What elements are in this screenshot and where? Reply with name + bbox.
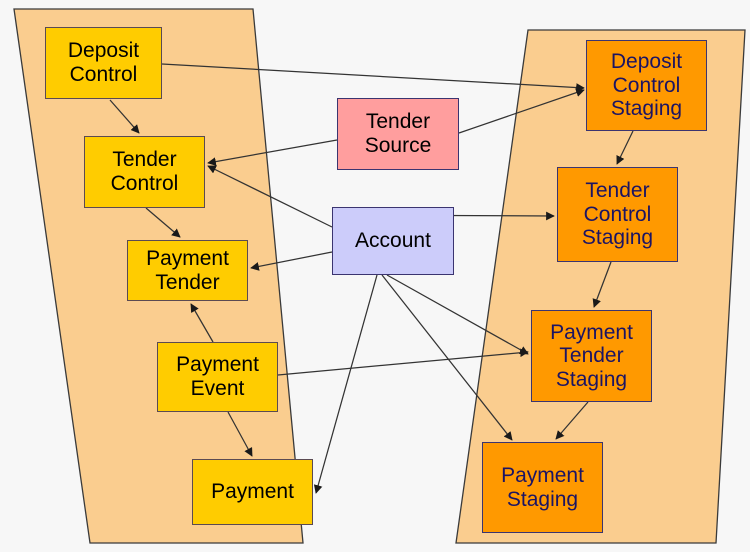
node-payment-staging[interactable]: Payment Staging bbox=[482, 442, 603, 533]
node-label: Tender Control bbox=[110, 148, 179, 195]
node-label: Payment Staging bbox=[501, 463, 584, 511]
node-payment-event[interactable]: Payment Event bbox=[157, 342, 278, 412]
node-label: Payment bbox=[211, 480, 294, 504]
node-label: Tender Control Staging bbox=[581, 179, 654, 250]
node-payment-tender[interactable]: Payment Tender bbox=[127, 240, 248, 301]
node-deposit-control-staging[interactable]: Deposit Control Staging bbox=[586, 40, 707, 131]
node-label: Deposit Control Staging bbox=[610, 50, 683, 121]
node-tender-control-staging[interactable]: Tender Control Staging bbox=[557, 167, 678, 262]
node-payment-tender-staging[interactable]: Payment Tender Staging bbox=[531, 310, 652, 402]
node-account[interactable]: Account bbox=[332, 207, 454, 275]
node-label: Payment Event bbox=[176, 353, 259, 400]
node-label: Payment Tender bbox=[146, 246, 229, 294]
node-payment[interactable]: Payment bbox=[192, 459, 313, 525]
node-tender-control[interactable]: Tender Control bbox=[84, 136, 205, 208]
node-label: Payment Tender Staging bbox=[550, 320, 633, 391]
node-tender-source[interactable]: Tender Source bbox=[337, 98, 459, 170]
node-label: Deposit Control bbox=[67, 39, 140, 86]
node-label: Tender Source bbox=[364, 110, 432, 157]
node-label: Account bbox=[355, 229, 431, 253]
node-deposit-control[interactable]: Deposit Control bbox=[45, 27, 162, 99]
